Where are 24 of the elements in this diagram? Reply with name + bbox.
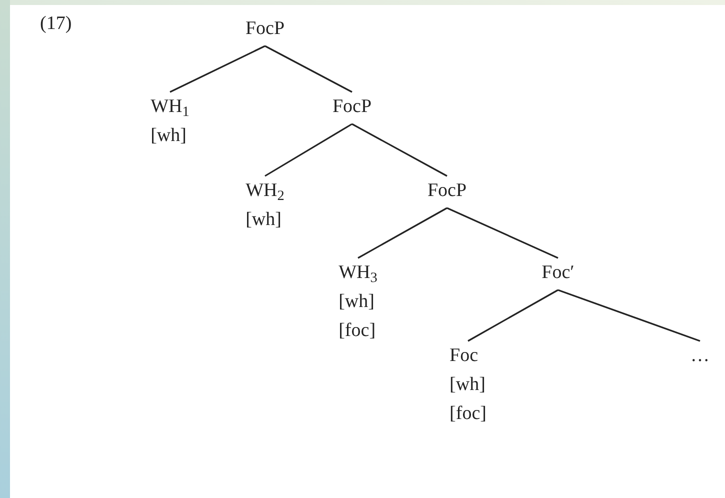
node-label: … (690, 345, 710, 367)
feature-label: [foc] (338, 320, 376, 342)
feature-label: [wh] (450, 374, 486, 396)
example-number: (17) (40, 14, 72, 33)
tree-branch (446, 207, 558, 259)
node-label: WH$_{1}$ (150, 96, 190, 118)
node-label: Foc (450, 345, 478, 367)
feature-label: [wh] (246, 209, 282, 231)
node-label: WH$_{3}$ (338, 262, 378, 284)
tree-branch (352, 123, 448, 177)
tree-branch (264, 45, 352, 93)
tree-branch (468, 289, 558, 342)
tree-branch (264, 123, 352, 177)
node-label: FocP (245, 18, 285, 40)
node-label: FocP (427, 180, 467, 202)
feature-label: [wh] (338, 291, 374, 313)
node-label: Foc′ (542, 262, 574, 284)
tree-branch (358, 207, 448, 259)
feature-label: [wh] (150, 125, 186, 147)
tree-branch (558, 289, 700, 342)
tree-branch (170, 45, 266, 93)
node-label: WH$_{2}$ (246, 180, 284, 202)
feature-label: [foc] (450, 403, 486, 425)
node-label: FocP (332, 96, 372, 118)
